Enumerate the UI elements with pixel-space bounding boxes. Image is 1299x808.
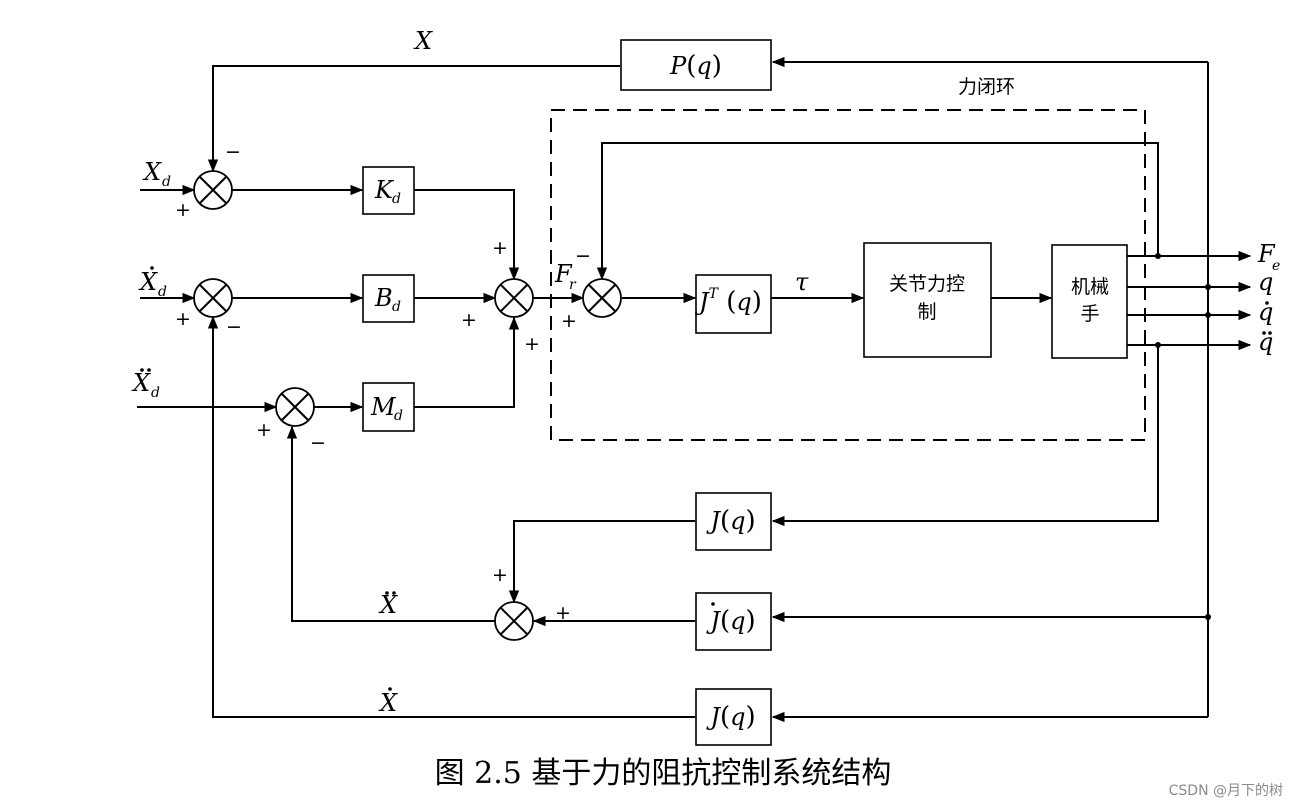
signal-xd: X d — [142, 158, 171, 190]
svg-text:d: d — [151, 385, 160, 401]
svg-text:d: d — [158, 284, 167, 300]
block-bd: B d — [362, 274, 415, 323]
svg-text:−: − — [575, 245, 591, 267]
svg-text:+: + — [561, 310, 577, 332]
svg-text:X: X — [131, 369, 151, 397]
signal-q-ddot: q — [1258, 328, 1273, 356]
signal-fe: F e — [1257, 240, 1280, 274]
svg-text:M: M — [370, 393, 397, 421]
svg-text:制: 制 — [917, 301, 936, 323]
svg-text:q: q — [1258, 298, 1273, 326]
block-jacobian-dot: J(q) — [695, 592, 772, 651]
signal-x-ddot-feedback: X — [378, 591, 398, 619]
summing-junction-feedback — [494, 601, 534, 641]
svg-text:X: X — [142, 158, 162, 186]
summing-junction-force — [582, 278, 622, 318]
signal-x-dot-feedback: X — [378, 687, 398, 717]
block-kd: K d — [362, 166, 415, 215]
svg-text:X: X — [378, 591, 398, 619]
svg-text:P(q): P(q) — [669, 51, 722, 81]
svg-text:−: − — [226, 316, 242, 338]
svg-text:+: + — [461, 309, 477, 331]
signal-wires — [137, 56, 1252, 723]
summing-junction-position — [193, 170, 233, 210]
summing-junction-acceleration — [275, 387, 315, 427]
svg-text:−: − — [310, 432, 326, 454]
block-manipulator: 机械 手 — [1051, 244, 1128, 359]
svg-text:+: + — [524, 333, 540, 355]
block-joint-force-control: 关节力控 制 — [863, 242, 992, 358]
svg-text:+: + — [492, 237, 508, 259]
svg-text:J(q): J(q) — [705, 702, 755, 732]
svg-text:d: d — [392, 191, 401, 207]
signal-x: X — [413, 27, 433, 55]
signal-fr: F r — [554, 260, 577, 293]
force-loop-region — [550, 109, 1146, 441]
signal-tau: τ — [795, 268, 809, 296]
svg-text:+: + — [555, 602, 571, 624]
svg-text:K: K — [374, 176, 395, 204]
svg-text:q: q — [1258, 328, 1273, 356]
svg-text:d: d — [392, 299, 401, 315]
svg-text:+: + — [175, 199, 191, 221]
svg-text:F: F — [1257, 240, 1276, 268]
svg-text:J(q): J(q) — [705, 606, 755, 636]
signal-q: q — [1258, 268, 1273, 296]
block-jacobian-2: J(q) — [695, 688, 772, 746]
svg-text:+: + — [175, 308, 191, 330]
svg-text:X: X — [378, 689, 398, 717]
svg-text:B: B — [374, 284, 393, 312]
summing-junction-velocity — [193, 278, 233, 318]
watermark: CSDN @月下的树 — [1169, 783, 1283, 799]
svg-text:d: d — [394, 408, 403, 424]
svg-text:手: 手 — [1080, 303, 1099, 325]
force-loop-label: 力闭环 — [958, 76, 1015, 98]
block-jacobian-transpose: JT (q) — [694, 274, 772, 334]
signal-xd-ddot: X d — [131, 368, 160, 401]
junction-dots — [1155, 253, 1211, 620]
svg-text:机械: 机械 — [1071, 276, 1109, 298]
svg-text:−: − — [225, 141, 241, 163]
block-md: M d — [362, 382, 415, 432]
summing-junction-impedance — [494, 278, 534, 318]
block-pq: P(q) — [620, 39, 772, 91]
svg-text:r: r — [569, 277, 577, 293]
signal-xd-dot: X d — [138, 266, 167, 300]
svg-text:J(q): J(q) — [705, 506, 755, 536]
figure-caption: 图 2.5 基于力的阻抗控制系统结构 — [435, 756, 892, 791]
signal-q-dot: q — [1258, 298, 1273, 326]
svg-text:X: X — [138, 268, 158, 296]
sign-labels: − + + − + − + + + − + + + — [175, 141, 591, 624]
block-jacobian-1: J(q) — [695, 492, 772, 551]
svg-text:JT (q): JT (q) — [694, 286, 762, 317]
svg-text:+: + — [492, 564, 508, 586]
svg-text:e: e — [1272, 258, 1280, 274]
svg-text:d: d — [162, 174, 171, 190]
svg-text:关节力控: 关节力控 — [889, 273, 965, 295]
svg-text:F: F — [554, 260, 573, 288]
svg-text:+: + — [256, 419, 272, 441]
